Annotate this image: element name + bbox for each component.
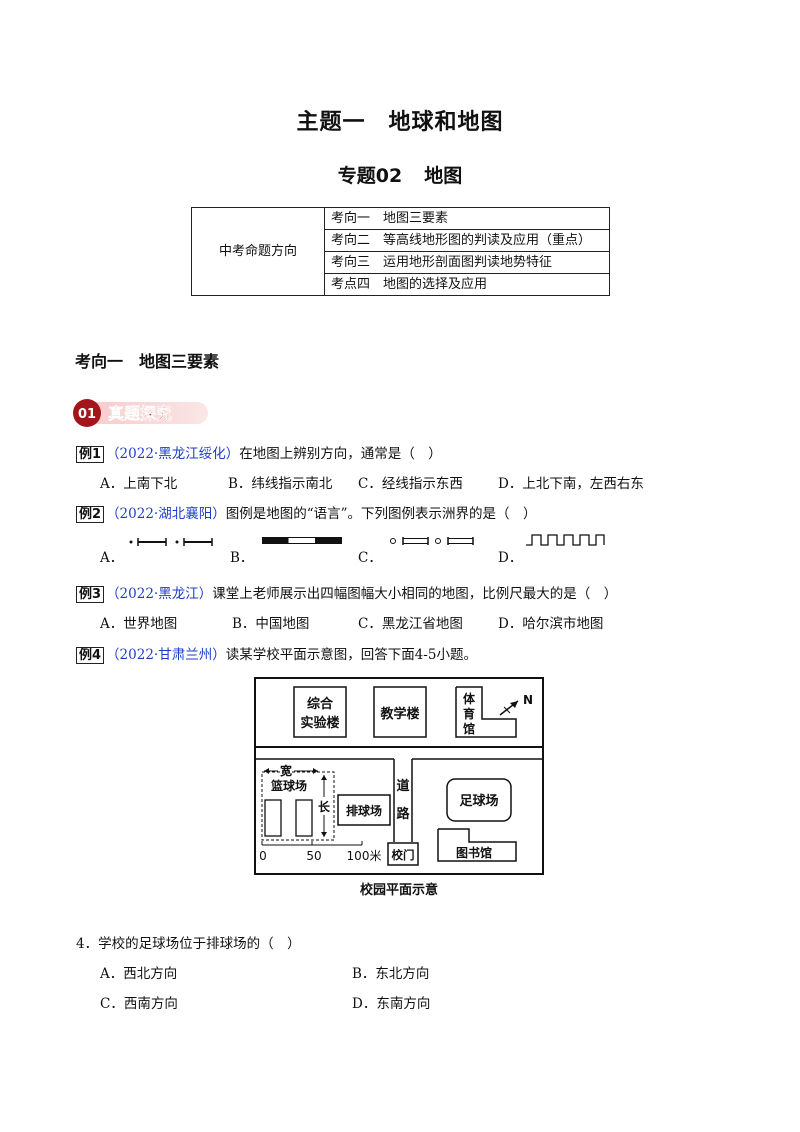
question-label: 例4 (76, 647, 105, 664)
library-label: 图书馆 (456, 845, 492, 860)
banner-text: 真题探究 (108, 404, 172, 423)
direction-item: 考向一 地图三要素 (324, 207, 610, 230)
scale-hundred: 100米 (347, 849, 382, 863)
legend-symbol-a (129, 538, 213, 546)
question-2: 例2（2022·湖北襄阳）图例是地图的“语言”。下列图例表示洲界的是（ ） (76, 502, 537, 523)
section-title: 考向一 地图三要素 (75, 352, 220, 371)
option-b[interactable]: B．中国地图 (232, 616, 310, 632)
question-text: 读某学校平面示意图，回答下面4-5小题。 (225, 647, 477, 663)
direction-item: 考点四 地图的选择及应用 (324, 273, 610, 296)
option-c[interactable]: C．经线指示东西 (358, 476, 463, 492)
option-d[interactable]: D．哈尔滨市地图 (498, 616, 604, 632)
question-label: 例1 (76, 446, 105, 463)
question-1: 例1（2022·黑龙江绥化）在地图上辨别方向，通常是（ ） (76, 442, 442, 463)
sub-title-topic: 地图 (424, 165, 463, 187)
option-a[interactable]: A．世界地图 (100, 616, 178, 632)
length-label: 长 (318, 799, 331, 814)
legend-symbol-b (262, 537, 342, 544)
sub-title: 专题02 地图 (0, 161, 800, 188)
lab-label-1: 综合 (307, 696, 334, 712)
gym-label-3: 馆 (463, 721, 475, 736)
width-label: 宽 (279, 763, 292, 778)
question-source: （2022·湖北襄阳） (106, 506, 226, 522)
option-d[interactable]: D． (498, 550, 523, 566)
teaching-label: 教学楼 (379, 706, 419, 722)
option-b[interactable]: B．纬线指示南北 (228, 476, 333, 492)
option-d[interactable]: D．东南方向 (352, 996, 431, 1012)
option-b[interactable]: B．东北方向 (352, 966, 430, 982)
question-text: 在地图上辨别方向，通常是（ ） (239, 446, 442, 462)
road-label-2: 路 (396, 806, 410, 822)
question-source: （2022·甘肃兰州） (106, 647, 226, 663)
question-3: 例3（2022·黑龙江）课堂上老师展示出四幅图幅大小相同的地图，比例尺最大的是（… (76, 582, 618, 603)
volleyball-label: 排球场 (346, 803, 382, 818)
basketball-label: 篮球场 (270, 778, 307, 793)
option-a[interactable]: A．西北方向 (100, 966, 178, 982)
football-label: 足球场 (459, 793, 498, 809)
legend-symbol-c (390, 537, 474, 545)
road-label-1: 道 (396, 778, 409, 794)
scale-fifty: 50 (306, 849, 321, 863)
option-a[interactable]: A．上南下北 (100, 476, 178, 492)
scale-zero: 0 (259, 849, 267, 863)
section-banner: 01 真题探究 (72, 398, 212, 428)
option-c[interactable]: C． (358, 550, 382, 566)
legend-symbol-d (526, 534, 605, 546)
direction-item: 考向二 等高线地形图的判读及应用（重点） (324, 229, 610, 252)
question-4: 例4（2022·甘肃兰州）读某学校平面示意图，回答下面4-5小题。 (76, 643, 477, 664)
option-b[interactable]: B． (230, 550, 254, 566)
question-text: 课堂上老师展示出四幅图幅大小相同的地图，比例尺最大的是（ ） (212, 586, 618, 602)
question-source: （2022·黑龙江） (106, 586, 213, 602)
gate-label: 校门 (392, 848, 415, 862)
question-label: 例3 (76, 586, 105, 603)
question-text: 图例是地图的“语言”。下列图例表示洲界的是（ ） (225, 506, 537, 522)
question-label: 例2 (76, 506, 105, 523)
option-d[interactable]: D．上北下南，左西右东 (498, 476, 644, 492)
gym-label-1: 体 (463, 691, 476, 706)
gym-label-2: 育 (463, 706, 475, 721)
question-4-text: 4．学校的足球场位于排球场的（ ） (76, 936, 301, 952)
sub-title-number: 专题02 (337, 165, 403, 187)
direction-label: 中考命题方向 (191, 207, 325, 296)
lab-label-2: 实验楼 (300, 715, 339, 731)
banner-number: 01 (78, 407, 96, 422)
option-c[interactable]: C．西南方向 (100, 996, 178, 1012)
exam-direction-table: 中考命题方向 考向一 地图三要素 考向二 等高线地形图的判读及应用（重点） 考向… (191, 207, 610, 296)
map-caption: 校园平面示意 (359, 883, 438, 898)
direction-item: 考向三 运用地形剖面图判读地势特征 (324, 251, 610, 274)
option-c[interactable]: C．黑龙江省地图 (358, 616, 463, 632)
option-a[interactable]: A． (100, 550, 124, 566)
main-title: 主题一 地球和地图 (296, 110, 504, 135)
north-label: N (523, 693, 533, 707)
question-source: （2022·黑龙江绥化） (106, 446, 240, 462)
campus-map: 综合 实验楼 教学楼 体 育 馆 N 宽 篮球场 长 排球场 (254, 677, 544, 875)
